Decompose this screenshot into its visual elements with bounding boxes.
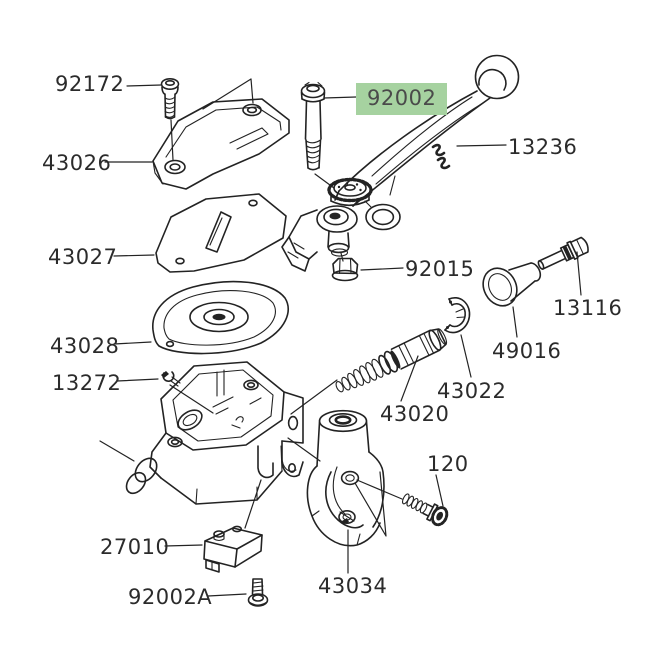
clamp-holder-drawing — [306, 409, 385, 547]
part-label-13272[interactable]: 13272 — [52, 371, 122, 395]
assembly-lines — [99, 78, 403, 537]
diaphragm-plate-drawing — [155, 193, 287, 273]
part-label-43027[interactable]: 43027 — [48, 245, 118, 269]
circlip-drawing — [444, 296, 471, 334]
part-label-92002-highlighted[interactable]: 92002 — [356, 83, 448, 115]
part-label-43022[interactable]: 43022 — [437, 379, 507, 403]
part-label-120[interactable]: 120 — [427, 452, 469, 476]
cap-screw-drawing — [160, 78, 180, 120]
pivot-bolt-drawing — [300, 81, 326, 171]
part-label-13236[interactable]: 13236 — [508, 135, 578, 159]
part-label-92172[interactable]: 92172 — [55, 72, 125, 96]
adjuster-bolt-drawing — [537, 236, 589, 270]
leader-lines — [104, 84, 582, 597]
part-label-49016[interactable]: 49016 — [492, 339, 562, 363]
brake-switch-drawing — [203, 525, 263, 573]
switch-screw-drawing — [247, 578, 269, 607]
clamp-bolt-drawing — [401, 493, 449, 527]
part-label-92002A[interactable]: 92002A — [128, 585, 213, 609]
part-label-43020[interactable]: 43020 — [380, 402, 450, 426]
part-label-43028[interactable]: 43028 — [50, 334, 120, 358]
piston-assembly-drawing — [335, 328, 448, 393]
boot-drawing — [482, 262, 542, 307]
part-label-43034[interactable]: 43034 — [318, 574, 388, 598]
master-cylinder-body-drawing — [125, 361, 304, 505]
pivot-nut-drawing — [331, 257, 359, 282]
diaphragm-drawing — [152, 280, 289, 355]
part-label-13116[interactable]: 13116 — [553, 296, 623, 320]
part-label-92015[interactable]: 92015 — [405, 257, 475, 281]
part-label-27010[interactable]: 27010 — [100, 535, 170, 559]
lever-pivot-assembly-drawing — [281, 177, 401, 272]
part-label-43026[interactable]: 43026 — [42, 151, 112, 175]
reservoir-cap-drawing — [152, 98, 290, 190]
